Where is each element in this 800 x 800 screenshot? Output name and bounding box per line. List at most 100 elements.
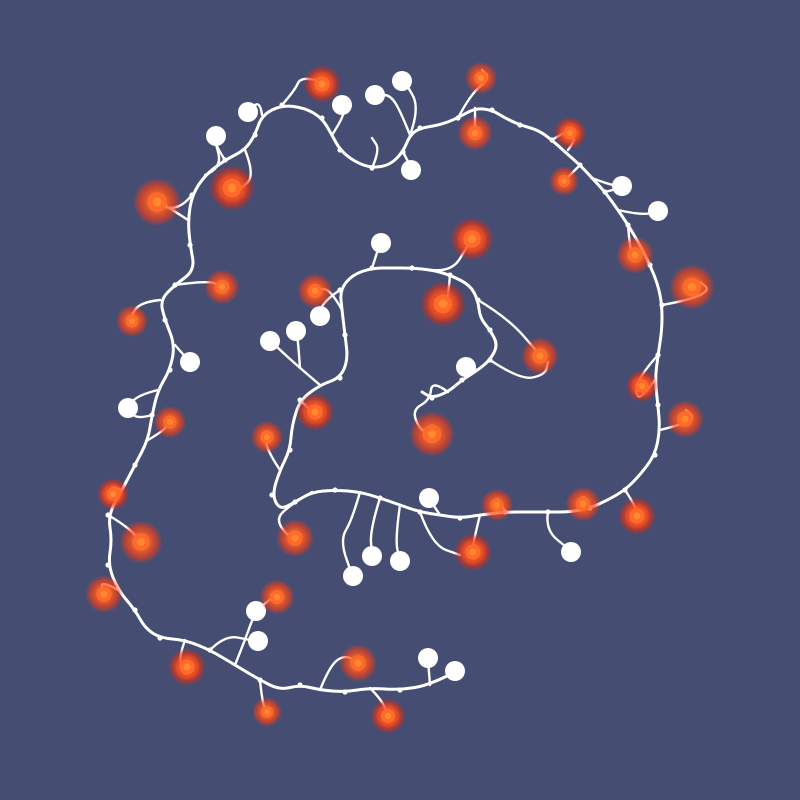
white-bud [561,542,581,562]
glowing-berry [616,236,654,274]
vine-tendril [546,510,572,552]
vine-bead [149,412,155,418]
vine-bead [655,402,661,408]
vine-bead [222,157,228,163]
vine-bead [162,317,168,323]
vine-bead [279,102,285,108]
white-bud [419,488,439,508]
vine-bead [337,287,343,293]
vine-bead [105,512,111,518]
glowing-berry [454,533,492,571]
vine-tendril [403,80,417,137]
glowing-berry [204,269,240,305]
white-buds [118,71,668,681]
glowing-berry [521,337,559,375]
glowing-berry [303,65,341,103]
vine-bead [652,452,658,458]
white-bud [445,661,465,681]
vine-bead [625,222,631,228]
vine-bead [655,352,661,358]
vine-bead [447,272,453,278]
white-bud [456,357,476,377]
glowing-berry [457,115,493,151]
vine-bead [577,162,583,168]
vine-tendril [376,93,412,137]
vine-tendril [369,496,382,557]
vine-bead [545,509,551,515]
vine-bead [409,265,415,271]
vine-bead [377,495,383,501]
vine-bead [487,327,493,333]
vine-bead [132,462,138,468]
vine-bead [659,302,665,308]
white-bud [118,398,138,418]
glowing-berry [409,411,455,457]
vine-bead [417,125,423,131]
vine-bead [287,447,293,453]
vine-bead [342,332,348,338]
vine-tendril [476,298,542,357]
white-bud [612,176,632,196]
white-bud [648,201,668,221]
white-bud [246,601,266,621]
glowing-berry [250,420,284,454]
white-bud [248,631,268,651]
glowing-berry [96,477,130,511]
glowing-berry [618,497,656,535]
main-vine-spiral [107,104,664,693]
vine-bead [549,137,555,143]
vine-bead [455,115,461,121]
glowing-berry [296,393,334,431]
white-bud [206,126,226,146]
vine-bead [517,122,523,128]
vine-bead [459,377,465,383]
vine-bead [297,682,303,688]
glowing-berry [669,264,715,310]
vine-bead [369,165,375,171]
glowing-berry [553,116,587,150]
glowing-berry [259,579,295,615]
glowing-berry [625,369,659,403]
vine-bead [207,647,213,653]
white-bud [371,233,391,253]
vine-bead [132,607,138,613]
vine-tendril [341,490,362,577]
glowing-berry [209,165,255,211]
vine-bead [252,132,258,138]
white-bud [362,546,382,566]
glowing-berry [252,697,282,727]
vine-bead [489,107,495,113]
glowing-berry [420,281,466,327]
vine-bead [400,149,406,155]
vine-bead [369,265,375,271]
glowing-berry [549,166,579,196]
white-bud [401,160,421,180]
vine-bead [189,192,195,198]
glowing-berry [480,488,514,522]
glowing-berry [276,519,314,557]
glowing-berry [666,400,704,438]
glowing-berry [85,575,123,613]
vine-bead [337,375,343,381]
white-bud [343,566,363,586]
glowing-berry [168,648,206,686]
vine-bead [622,487,628,493]
glowing-berry [115,304,149,338]
white-bud [365,85,385,105]
vine-bead [105,562,111,568]
glowing-berry [153,405,187,439]
glowing-berry [297,273,333,309]
glowing-berry [450,217,494,261]
white-bud [180,352,200,372]
white-bud [310,306,330,326]
vine-bead [602,189,608,195]
white-bud [238,102,258,122]
vine-bead [417,509,423,515]
glowing-berry [339,644,377,682]
vine-bead [342,689,348,695]
glowing-berry [464,61,498,95]
white-bud [392,71,412,91]
vine-tendril [395,503,402,562]
